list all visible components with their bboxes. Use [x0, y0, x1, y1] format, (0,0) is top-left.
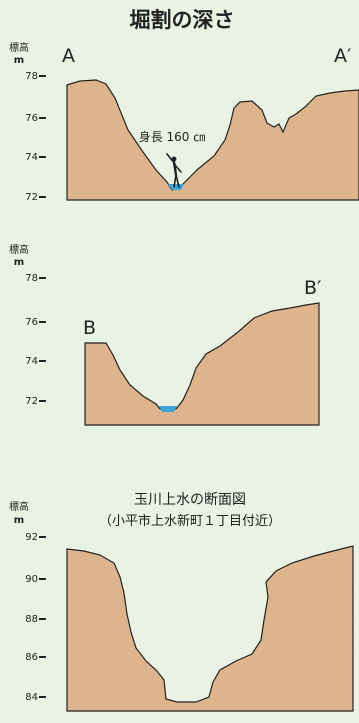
person-icon: [166, 153, 182, 188]
tick-label: 74: [25, 152, 38, 163]
tick-label: 72: [25, 192, 38, 203]
page-title: 堀割の深さ: [130, 8, 235, 32]
elevation-label: 標高: [9, 243, 29, 256]
ground-profile-c: [66, 545, 354, 712]
ground-profile-a: [66, 79, 359, 201]
person-height-annotation: 身長 160 ㎝: [139, 129, 206, 144]
tick-label: 92: [25, 532, 38, 543]
tick-label: 78: [25, 273, 38, 284]
water-icon: [168, 184, 184, 190]
panel-a: 標高 m 78 76 74 72 A A′ 身長 160 ㎝: [9, 41, 359, 203]
panel-b: 標高 m 78 76 74 72 B B′: [9, 243, 321, 426]
section-label-b: B: [83, 317, 96, 339]
tick-label: 76: [25, 317, 38, 328]
elevation-unit: m: [14, 515, 24, 526]
elevation-unit: m: [14, 55, 24, 66]
elevation-label: 標高: [9, 41, 29, 54]
water-icon: [159, 406, 177, 412]
location-caption: （小平市上水新町１丁目付近）: [99, 513, 281, 529]
tick-label: 74: [25, 356, 38, 367]
cross-section-caption: 玉川上水の断面図: [134, 492, 246, 508]
section-label-a: A: [62, 45, 75, 67]
elevation-unit: m: [14, 257, 24, 268]
section-label-a-prime: A′: [334, 45, 351, 67]
tick-label: 84: [25, 692, 38, 703]
tick-label: 90: [25, 574, 38, 585]
ground-profile-b: [84, 302, 320, 426]
tick-label: 72: [25, 396, 38, 407]
panel-c: 標高 m 92 90 88 86 84 玉川上水の断面図 （小平市上水新町１丁目…: [9, 492, 354, 712]
tick-label: 86: [25, 652, 38, 663]
tick-label: 78: [25, 71, 38, 82]
tick-label: 76: [25, 113, 38, 124]
section-label-b-prime: B′: [304, 277, 321, 299]
tick-label: 88: [25, 614, 38, 625]
elevation-label: 標高: [9, 500, 29, 513]
